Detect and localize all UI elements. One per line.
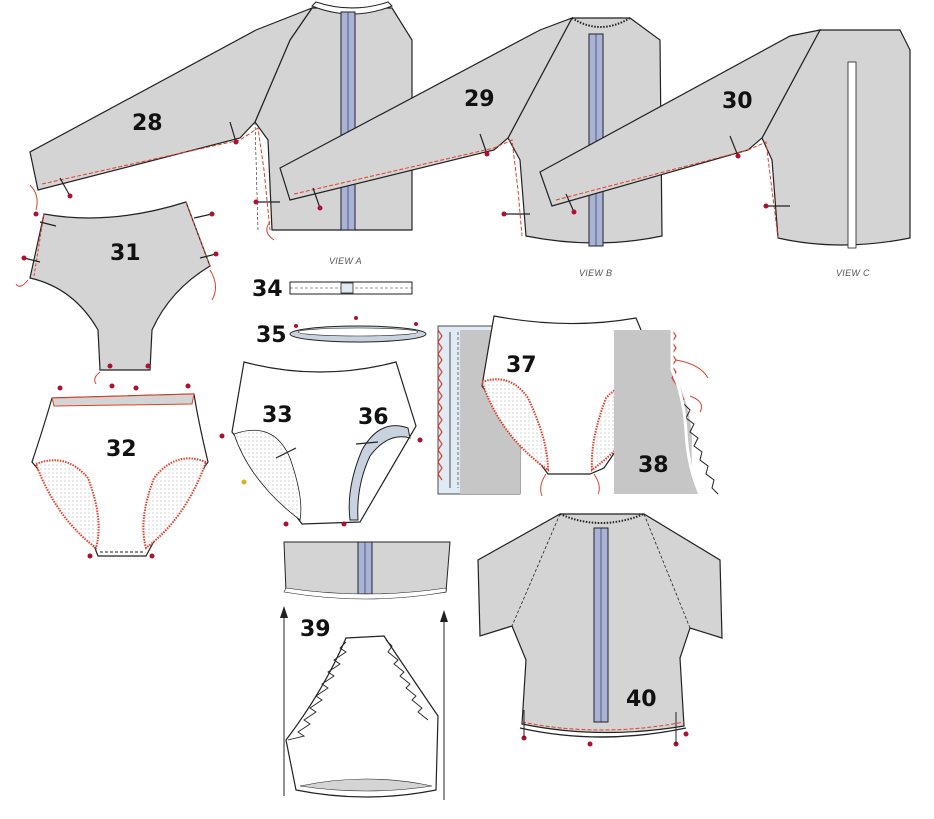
step-28-number: 28 [132, 111, 163, 136]
step-29-seam-red [293, 139, 523, 237]
step-35-number: 35 [256, 323, 287, 348]
step-32-waistband [51, 393, 195, 407]
step-38-number: 38 [638, 453, 669, 478]
step-31-number: 31 [110, 241, 141, 266]
step-28-neckband [311, 1, 393, 15]
step-30-number: 30 [722, 89, 753, 114]
step-39-number: 39 [300, 617, 331, 642]
step-29-sleeve [279, 16, 574, 201]
step-40-hem-red [521, 721, 685, 731]
step-28-sleeve [29, 6, 314, 191]
step-31-illustration: 31 [15, 201, 219, 385]
step-30-view-label: VIEW C [836, 268, 870, 278]
step-38-panel [614, 330, 698, 494]
step-34-number: 34 [252, 277, 283, 302]
step-33-lining [233, 429, 302, 521]
step-30-body [761, 29, 911, 246]
step-38-illustration: 38 [614, 329, 719, 495]
step-34-illustration: 34 [252, 277, 413, 302]
step-29-number: 29 [464, 87, 495, 112]
step-35-illustration: 35 [256, 316, 427, 348]
step-31-garment [29, 201, 211, 371]
step-33-number: 33 [262, 403, 293, 428]
step-33-36-illustration: 33 36 [219, 361, 423, 527]
step-28-view-label: VIEW A [329, 256, 362, 266]
step-36-number: 36 [358, 405, 389, 430]
step-30-sleeve [539, 29, 822, 207]
step-29-view-label: VIEW B [579, 268, 612, 278]
step-36-band [348, 425, 411, 521]
step-39-illustration: 39 [280, 541, 451, 800]
step-32-left-leg-lining [34, 459, 100, 550]
step-30-illustration: 30 VIEW C [539, 29, 911, 278]
step-32-right-leg-lining [142, 457, 208, 550]
step-32-illustration: 32 [31, 383, 209, 559]
step-37-left-lining [480, 378, 550, 472]
step-37-number: 37 [506, 353, 537, 378]
step-40-illustration: 40 [477, 513, 723, 747]
step-40-number: 40 [626, 687, 657, 712]
step-28-seam-red [41, 127, 271, 231]
step-30-center-channel [847, 61, 857, 249]
step-32-number: 32 [106, 437, 137, 462]
